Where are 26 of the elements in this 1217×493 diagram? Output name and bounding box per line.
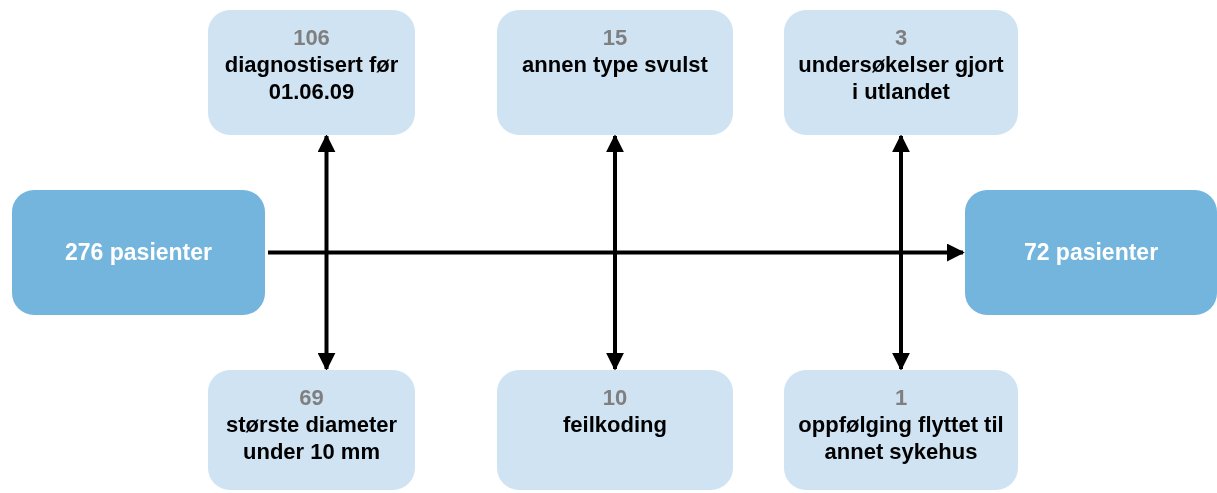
box-text: oppfølging flyttet til annet sykehus [797,411,1005,465]
count-number: 69 [299,384,324,411]
patient-count-box [12,190,265,315]
exclusion-box [784,370,1018,490]
count-label: 276 pasienter [65,239,212,266]
arrow [268,243,965,262]
count-number: 106 [293,24,330,51]
exclusion-box [497,370,733,490]
box-text: feilkoding [563,411,667,438]
box-text: annen type svulst [522,51,708,78]
arrow [892,134,910,371]
arrow [317,134,336,371]
count-number: 10 [602,384,628,411]
count-number: 1 [894,384,908,411]
count-number: 15 [602,24,628,51]
exclusion-box [784,10,1018,135]
box-text: diagnostisert før 01.06.09 [223,51,400,105]
patient-count-box [965,190,1217,315]
box-text: største diameter under 10 mm [224,411,399,465]
box-text: undersøkelser gjort i utlandet [797,51,1005,105]
exclusion-box [497,10,733,135]
count-label: 72 pasienter [1023,239,1159,266]
exclusion-box [208,370,415,490]
exclusion-box [208,10,415,135]
count-number: 3 [894,24,908,51]
arrow [606,134,624,371]
